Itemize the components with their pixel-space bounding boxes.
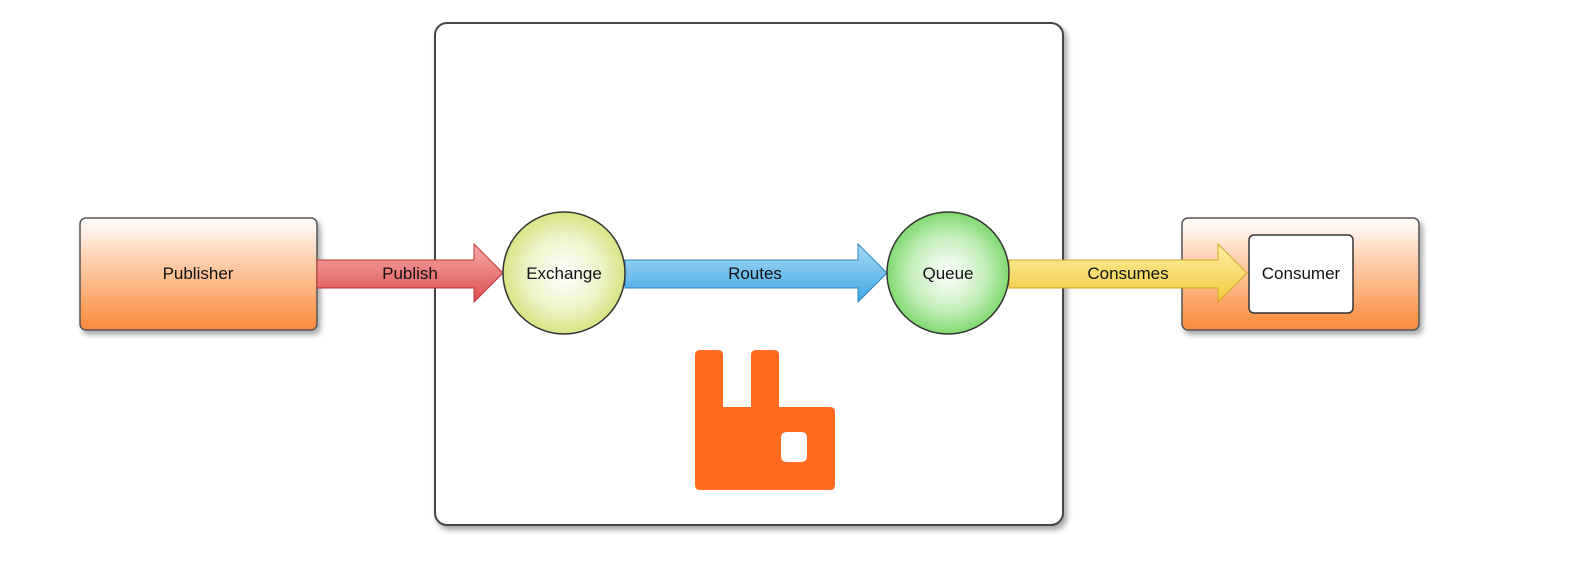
queue-node: Queue — [886, 211, 1010, 335]
rabbitmq-logo-icon — [695, 350, 835, 490]
publish-arrow: Publish — [316, 242, 504, 304]
queue-label: Queue — [922, 264, 973, 283]
publish-label: Publish — [382, 264, 438, 283]
consumer-label: Consumer — [1262, 264, 1341, 283]
exchange-label: Exchange — [526, 264, 602, 283]
consumer-node: Consumer — [1248, 234, 1354, 314]
exchange-node: Exchange — [502, 211, 626, 335]
publisher-node: Publisher — [79, 217, 318, 331]
routes-label: Routes — [728, 264, 782, 283]
publisher-label: Publisher — [163, 264, 234, 283]
consumes-arrow: Consumes — [1008, 242, 1248, 304]
routes-arrow: Routes — [624, 242, 888, 304]
consumes-label: Consumes — [1087, 264, 1168, 283]
